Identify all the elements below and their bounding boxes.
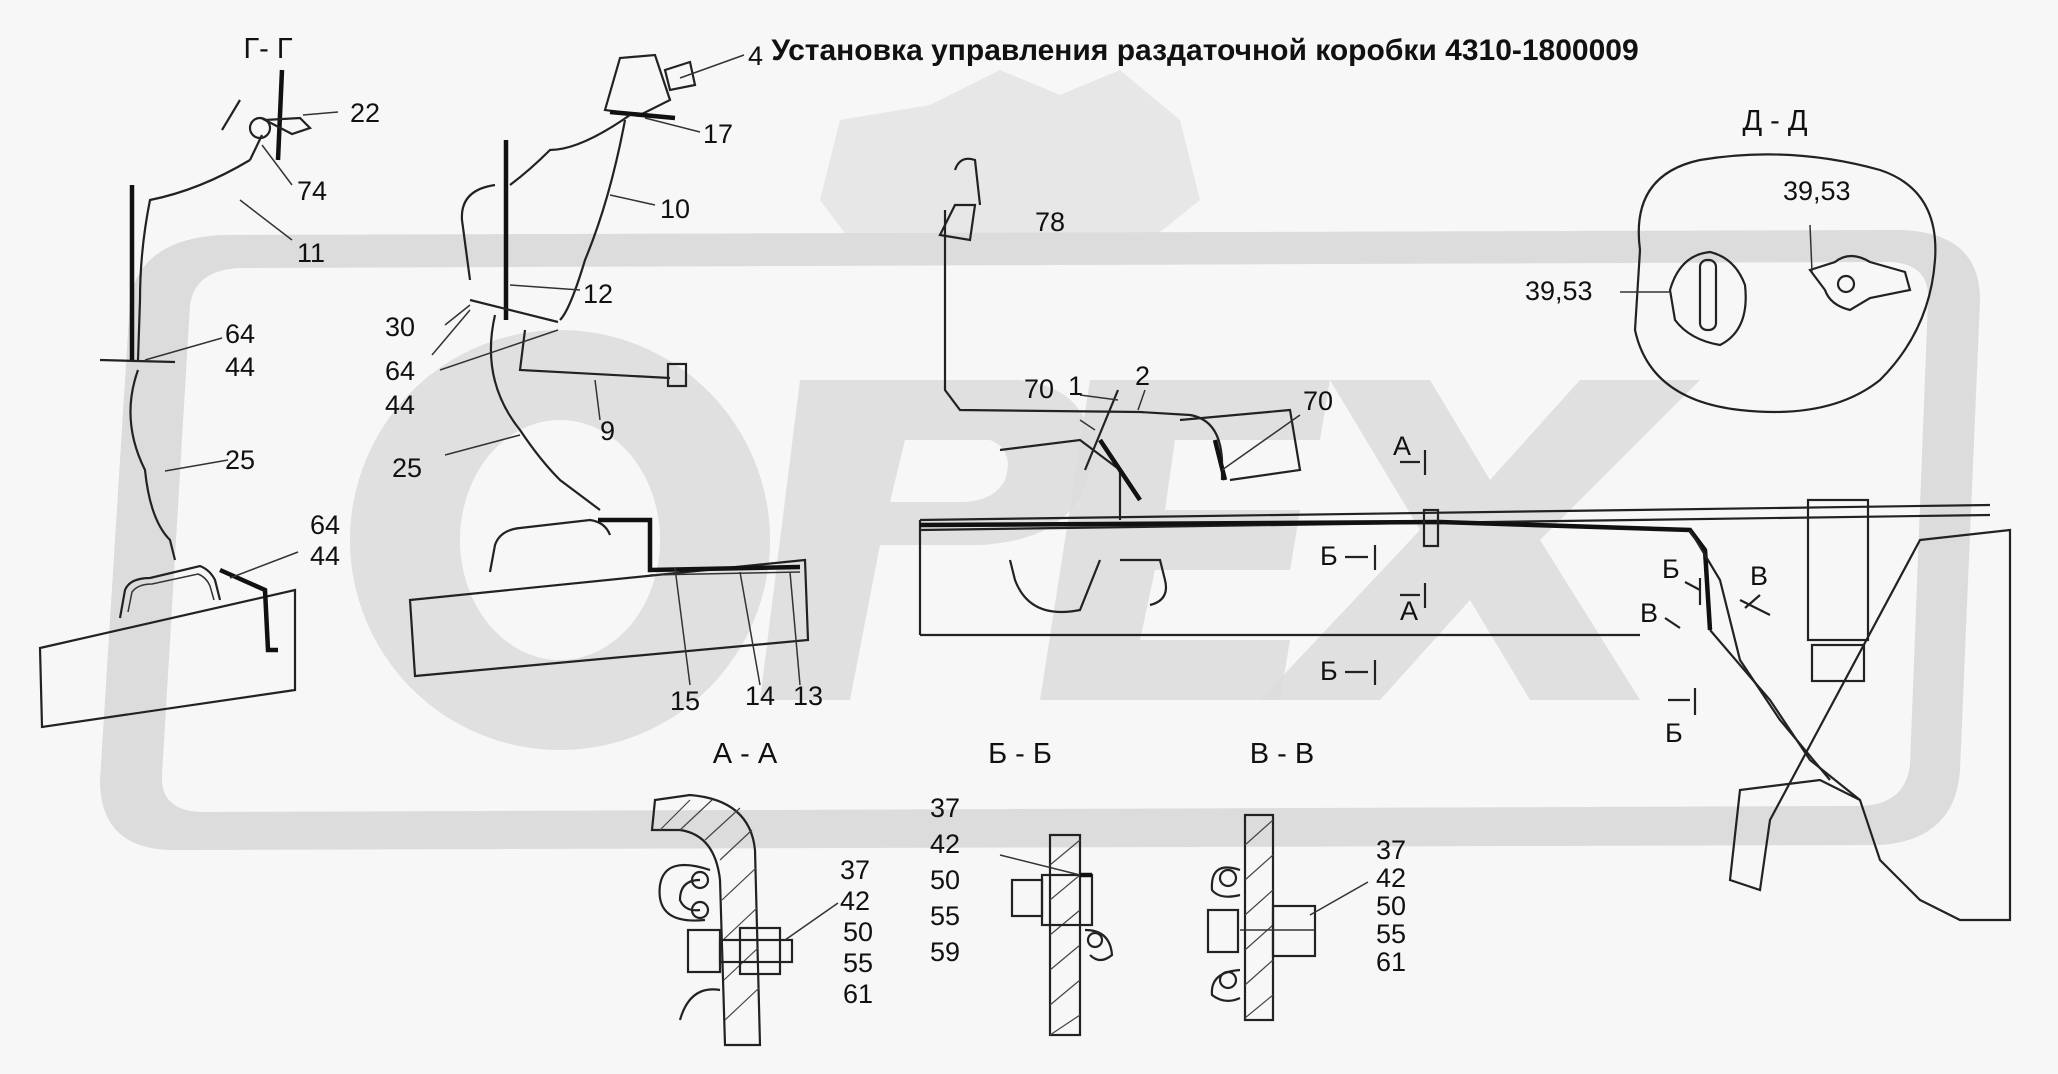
clamp-detail-2 xyxy=(1808,254,1912,312)
clamp-detail-1 xyxy=(1668,250,1747,347)
view-d-d: Д - Д 39,53 39,53 xyxy=(1525,105,1937,414)
callout-17: 17 xyxy=(703,119,733,149)
section-title-d-d: Д - Д xyxy=(1742,105,1807,137)
cut-markers: А Б А Б Б В В Б xyxy=(1320,431,1771,748)
cable-9 xyxy=(518,329,671,380)
fastener-vv-1: 42 xyxy=(1376,863,1406,893)
cut-marker-v2: В xyxy=(1640,598,1658,628)
callout-1: 1 xyxy=(1068,371,1083,401)
cut-marker-b3: Б xyxy=(1662,554,1680,584)
callout-78: 78 xyxy=(1035,207,1065,237)
fastener-bb-0: 37 xyxy=(930,793,960,823)
cable-10 xyxy=(559,119,627,321)
view-a-a: А - А 37 42 50 55 61 xyxy=(650,738,873,1047)
callout-70-b: 70 xyxy=(1303,386,1333,416)
callout-10: 10 xyxy=(660,194,690,224)
callout-44-a: 44 xyxy=(225,352,255,382)
cable-25-center xyxy=(489,314,601,511)
callout-44-c: 44 xyxy=(310,541,340,571)
callout-25-a: 25 xyxy=(225,445,255,475)
cable-25-left xyxy=(129,369,177,561)
cable-end-9 xyxy=(666,362,688,388)
frame-bracket-center xyxy=(408,558,810,678)
fastener-vv-3: 55 xyxy=(1376,919,1406,949)
fastener-bb-1: 42 xyxy=(930,829,960,859)
fastener-aa-3: 55 xyxy=(843,948,873,978)
transfer-box-bracket xyxy=(1806,498,1870,642)
callout-22: 22 xyxy=(350,98,380,128)
callout-70-a: 70 xyxy=(1024,374,1054,404)
fastener-aa-4: 61 xyxy=(843,979,873,1009)
view-b-b: Б - Б 37 42 50 55 59 xyxy=(930,738,1114,1037)
cut-marker-b1: Б xyxy=(1320,541,1338,571)
callout-64-c: 64 xyxy=(310,510,340,540)
central-lever-assembly: 4 17 10 12 30 64 44 9 25 15 14 13 xyxy=(385,41,823,716)
section-title-g-g: Г- Г xyxy=(243,33,292,65)
clamp xyxy=(1422,508,1440,548)
diagram-title: Установка управления раздаточной коробки… xyxy=(771,34,1638,67)
transfer-box xyxy=(1728,528,2012,922)
watermark-logo xyxy=(100,70,1980,850)
callout-9: 9 xyxy=(600,416,615,446)
lever-bracket-17 xyxy=(603,53,672,117)
lever-rod xyxy=(275,69,285,161)
callout-64-a: 64 xyxy=(225,319,255,349)
callout-4: 4 xyxy=(748,41,763,71)
fastener-aa-2: 50 xyxy=(843,917,873,947)
callout-74: 74 xyxy=(297,176,327,206)
callout-39-53-b: 39,53 xyxy=(1783,176,1851,206)
fastener-aa-0: 37 xyxy=(840,855,870,885)
section-title-b-b: Б - Б xyxy=(988,738,1052,770)
fastener-bb-4: 59 xyxy=(930,937,960,967)
section-title-a-a: А - А xyxy=(713,738,778,770)
callout-30: 30 xyxy=(385,312,415,342)
cut-marker-b4: Б xyxy=(1665,718,1683,748)
callout-25-b: 25 xyxy=(392,453,422,483)
callout-13: 13 xyxy=(793,681,823,711)
callout-44-b: 44 xyxy=(385,390,415,420)
fastener-vv-0: 37 xyxy=(1376,835,1406,865)
fastener-bb-2: 50 xyxy=(930,865,960,895)
view-v-v: В - В 37 42 50 55 61 xyxy=(1206,738,1406,1022)
callout-64-b: 64 xyxy=(385,356,415,386)
fastener-vv-4: 61 xyxy=(1376,947,1406,977)
callout-2: 2 xyxy=(1135,361,1150,391)
cable-11 xyxy=(136,159,251,361)
callout-11: 11 xyxy=(297,238,325,268)
frame-and-cable-route: 70 1 2 70 78 xyxy=(918,157,2012,922)
callout-39-53-a: 39,53 xyxy=(1525,276,1593,306)
callout-15: 15 xyxy=(670,686,700,716)
a-a-plate xyxy=(650,793,762,1047)
cut-marker-a2: А xyxy=(1400,596,1418,626)
b-b-plate xyxy=(1048,833,1082,1037)
fastener-bb-3: 55 xyxy=(930,901,960,931)
fastener-vv-2: 50 xyxy=(1376,891,1406,921)
cable-78 xyxy=(943,210,1224,480)
frame-bracket-left xyxy=(38,588,297,729)
cut-marker-v1: В xyxy=(1750,561,1768,591)
fastener-aa-1: 42 xyxy=(840,886,870,916)
section-title-v-v: В - В xyxy=(1250,738,1314,770)
callout-12: 12 xyxy=(583,279,613,309)
cut-marker-b2: Б xyxy=(1320,656,1338,686)
frame-rail-top xyxy=(919,503,1991,522)
view-g-g: Г- Г 22 74 11 64 44 25 64 44 xyxy=(38,33,380,729)
cut-marker-a1: А xyxy=(1393,431,1411,461)
callout-14: 14 xyxy=(745,681,775,711)
